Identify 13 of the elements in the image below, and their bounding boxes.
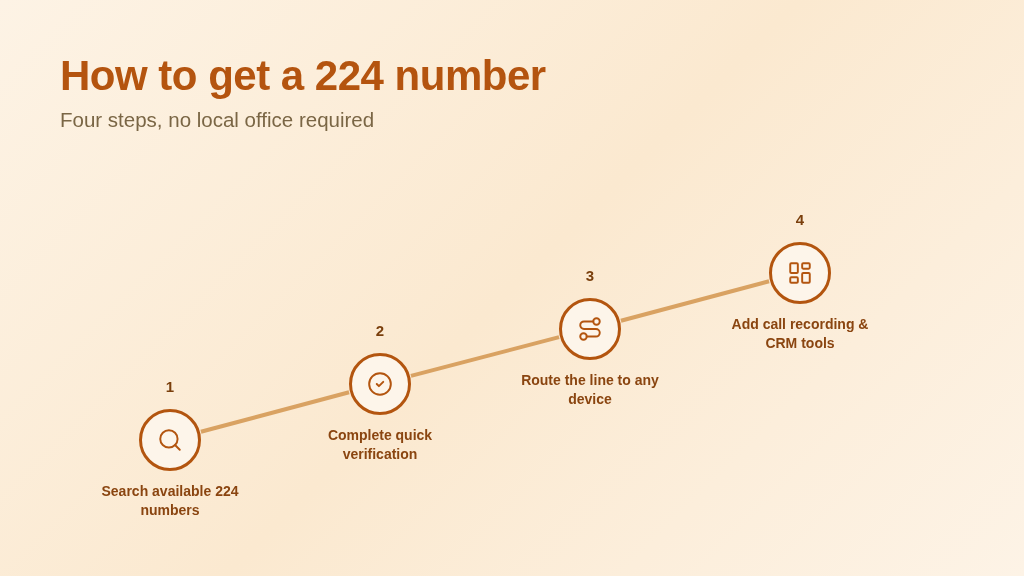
connector-line xyxy=(620,279,770,323)
title: How to get a 224 number xyxy=(60,51,546,101)
subtitle: Four steps, no local office required xyxy=(60,107,375,133)
step-number: 3 xyxy=(584,267,596,285)
step-label: Search available 224 numbers xyxy=(100,482,240,520)
connector-line xyxy=(200,390,350,434)
step-number: 1 xyxy=(164,378,176,396)
step-number: 2 xyxy=(374,322,386,340)
step-number: 4 xyxy=(794,211,806,229)
step-label: Add call recording & CRM tools xyxy=(730,315,870,353)
step-label: Route the line to any device xyxy=(520,371,660,409)
step-label: Complete quick verification xyxy=(326,426,434,464)
connector-line xyxy=(410,335,560,378)
